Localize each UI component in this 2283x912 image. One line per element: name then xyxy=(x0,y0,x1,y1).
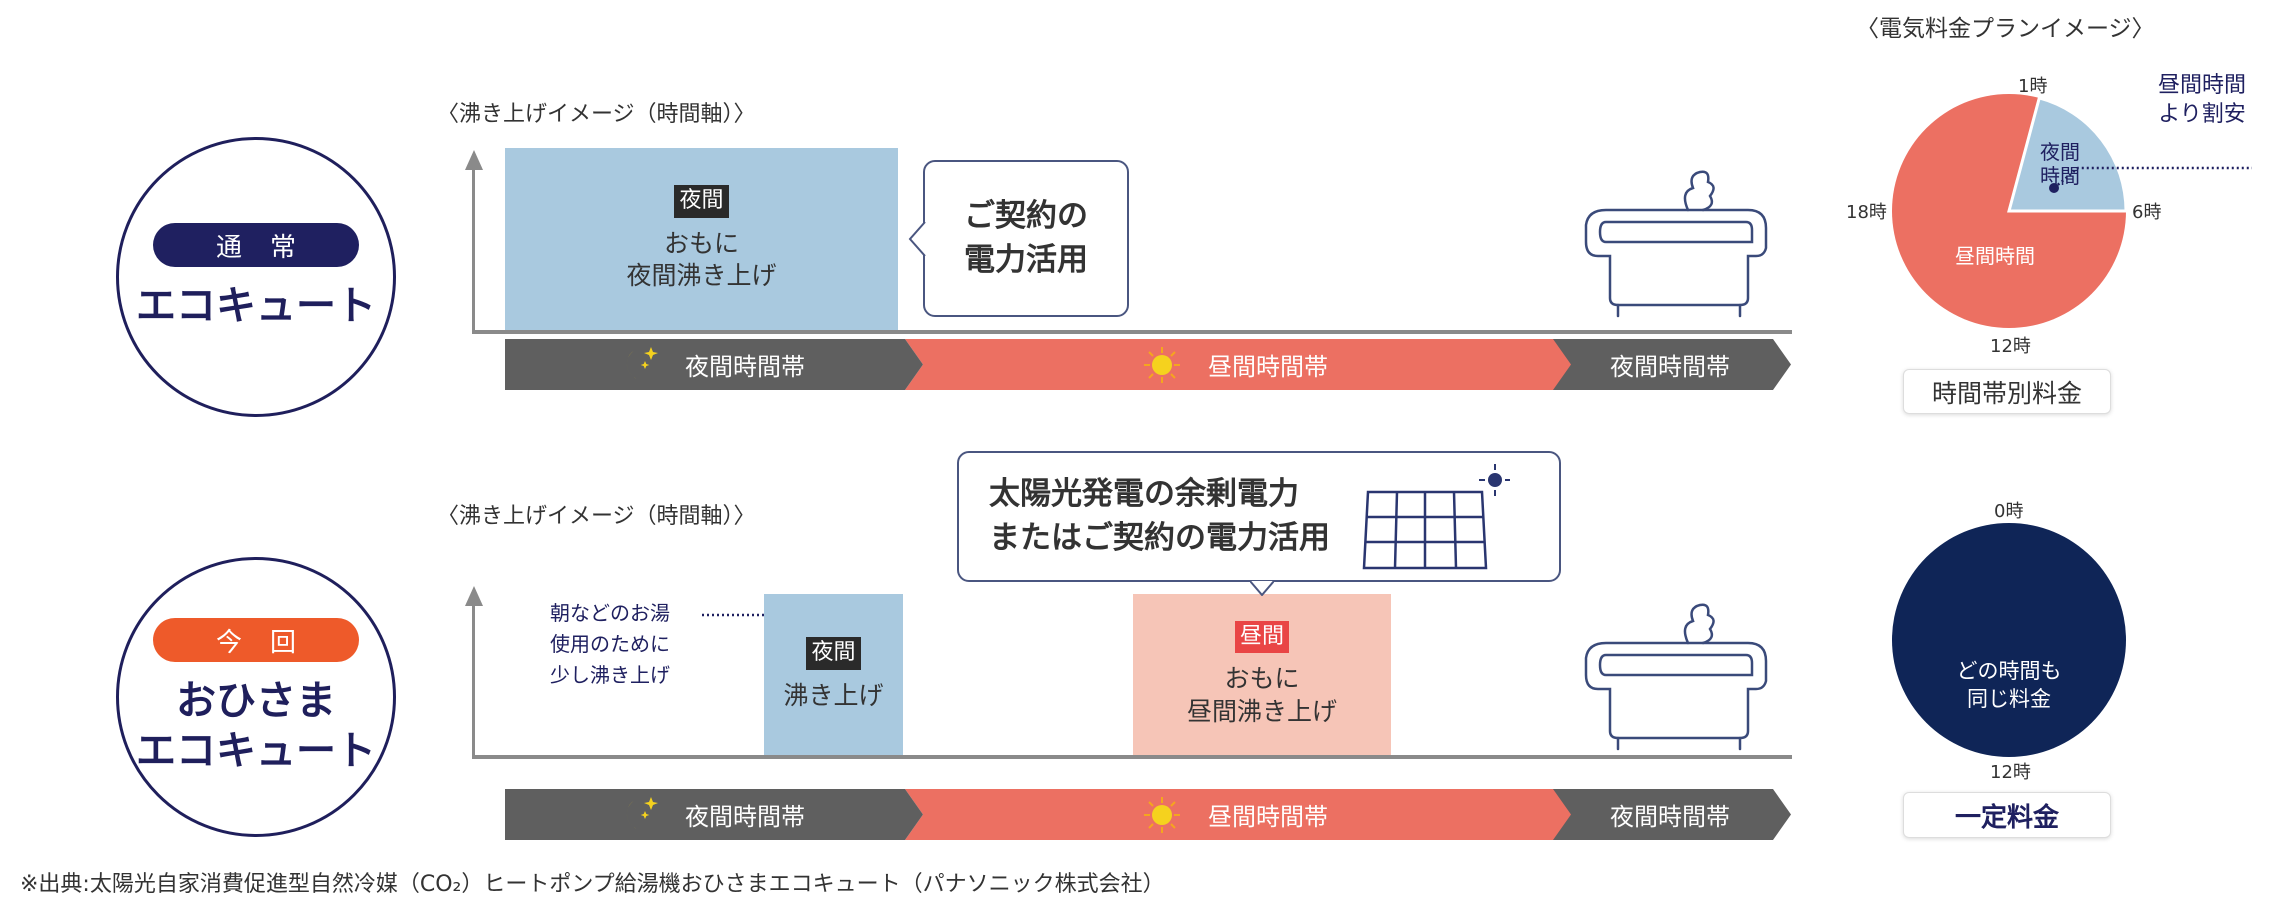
band-shapes xyxy=(505,339,1791,390)
axis-label: 〈沸き上げイメージ（時間軸）〉 xyxy=(437,504,756,529)
text: おひさま xyxy=(176,678,336,724)
cheaper-note: 昼間時間より割安 xyxy=(2158,72,2246,129)
band-night-1: 夜間時間帯 xyxy=(505,339,915,390)
block-text: 沸き上げ xyxy=(783,680,884,710)
callout-pointer xyxy=(1250,580,1274,596)
dotted-leader xyxy=(2053,166,2252,189)
pie-flat-rate: どの時間も同じ料金 xyxy=(1892,523,2126,757)
sun-icon xyxy=(1144,796,1180,833)
block-text: おもに xyxy=(663,228,739,258)
sun-icon xyxy=(1144,346,1180,383)
block-text: 夜間沸き上げ xyxy=(626,261,777,291)
callout-pointer xyxy=(908,222,926,256)
badge-this-time: 今回 xyxy=(153,618,359,662)
callout-text: 太陽光発電の余剰電力 xyxy=(989,476,1299,513)
text: 少し沸き上げ xyxy=(550,663,670,687)
x-axis xyxy=(472,755,1792,759)
callout-text: またはご契約の電力活用 xyxy=(989,519,1330,556)
time-band-bottom: 夜間時間帯 昼間時間帯 夜間時間帯 xyxy=(505,789,1795,840)
day-tag: 昼間 xyxy=(1234,620,1289,654)
callout-text: 電力活用 xyxy=(964,241,1088,278)
axis-label: 〈沸き上げイメージ（時間軸）〉 xyxy=(437,102,756,127)
product-name-ohisama: おひさまエコキュート xyxy=(136,676,376,776)
band-label: 昼間時間帯 xyxy=(1208,353,1328,381)
text: 昼間時間 xyxy=(2158,73,2247,98)
text: どの時間も xyxy=(1956,658,2062,683)
text: 同じ料金 xyxy=(1967,687,2051,711)
night-small-heating-block: 夜間 沸き上げ xyxy=(764,594,903,755)
block-text: 昼間沸き上げ xyxy=(1186,696,1337,726)
band-label: 夜間時間帯 xyxy=(685,353,805,381)
block-text: おもに xyxy=(1224,664,1300,694)
band-shapes xyxy=(505,789,1791,840)
moon-icon xyxy=(626,346,658,380)
night-heating-block: 夜間 おもに夜間沸き上げ xyxy=(505,148,898,330)
night-tag: 夜間 xyxy=(806,636,861,670)
moon-icon xyxy=(626,796,658,830)
band-night-2: 夜間時間帯 xyxy=(1555,339,1785,390)
time-band-top: 夜間時間帯 昼間時間帯 夜間時間帯 xyxy=(505,339,1795,390)
source-footnote: ※出典:太陽光自家消費促進型自然冷媒（CO₂）ヒートポンプ給湯機おひさまエコキュ… xyxy=(20,872,1165,897)
y-axis xyxy=(472,164,475,334)
bathtub-icon xyxy=(1584,170,1768,318)
band-day: 昼間時間帯 xyxy=(915,789,1555,840)
x-axis xyxy=(472,330,1792,334)
text: 使用のために xyxy=(550,632,670,656)
pie-label-12h: 12時 xyxy=(1990,762,2031,783)
solar-panel-icon xyxy=(1362,463,1510,569)
text: 朝などのお湯 xyxy=(550,601,670,625)
caption-time-of-use: 時間帯別料金 xyxy=(1903,369,2111,414)
morning-note: 朝などのお湯使用のために少し沸き上げ xyxy=(550,598,670,691)
text: 時間 xyxy=(2040,164,2080,188)
text: より割安 xyxy=(2158,101,2246,127)
text: エコキュート xyxy=(136,728,376,774)
day-heating-block: 昼間 おもに昼間沸き上げ xyxy=(1133,594,1391,755)
band-night-2: 夜間時間帯 xyxy=(1555,789,1785,840)
text: 夜間 xyxy=(2040,140,2080,164)
callout-solar-power: 太陽光発電の余剰電力またはご契約の電力活用 xyxy=(957,451,1561,582)
pie-night-label: 夜間時間 xyxy=(2040,140,2080,188)
band-night-1: 夜間時間帯 xyxy=(505,789,915,840)
band-day: 昼間時間帯 xyxy=(915,339,1555,390)
night-tag: 夜間 xyxy=(674,185,729,218)
badge-standard: 通常 xyxy=(153,223,359,267)
band-label: 夜間時間帯 xyxy=(1610,353,1730,381)
pie-time-of-use xyxy=(1892,94,2252,328)
pie-label-12h: 12時 xyxy=(1990,336,2031,357)
product-circle-standard: 通常 エコキュート xyxy=(116,137,396,417)
band-label: 昼間時間帯 xyxy=(1208,803,1328,831)
y-axis xyxy=(472,600,475,758)
pie-label-18h: 18時 xyxy=(1846,202,1887,223)
band-label: 夜間時間帯 xyxy=(1610,803,1730,831)
callout-text: ご契約の xyxy=(964,198,1088,235)
pie-label-1h: 1時 xyxy=(2018,76,2048,97)
axis-arrow-icon xyxy=(465,150,483,170)
plan-title: 〈電気料金プランイメージ〉 xyxy=(1856,16,2155,42)
pie-night-slice xyxy=(2007,96,2128,213)
bathtub-icon xyxy=(1584,603,1768,751)
pie-day-label: 昼間時間 xyxy=(1955,244,2035,268)
axis-arrow-icon xyxy=(465,586,483,606)
product-name-ecocute: エコキュート xyxy=(136,283,376,329)
callout-contract-power: ご契約の電力活用 xyxy=(923,160,1129,317)
caption-flat-rate: 一定料金 xyxy=(1903,792,2111,838)
pie-label-6h: 6時 xyxy=(2132,202,2162,223)
product-circle-ohisama: 今回 おひさまエコキュート xyxy=(116,557,396,837)
pie-label-0h: 0時 xyxy=(1994,501,2024,522)
band-label: 夜間時間帯 xyxy=(685,803,805,831)
